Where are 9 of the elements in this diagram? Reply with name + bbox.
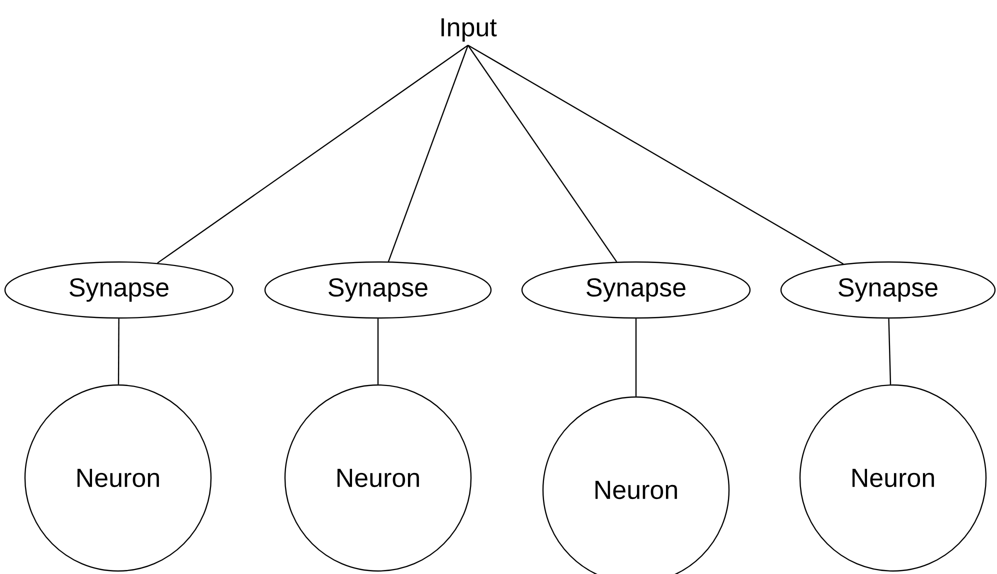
connector-line (377, 318, 379, 384)
input-label: Input (442, 18, 497, 42)
connector-line (888, 318, 892, 384)
connector-line (157, 44, 468, 264)
connector-line (635, 318, 637, 396)
connector-line (388, 45, 469, 262)
connector-line (468, 44, 618, 262)
connector-line (468, 44, 844, 264)
connector-line (118, 318, 120, 384)
